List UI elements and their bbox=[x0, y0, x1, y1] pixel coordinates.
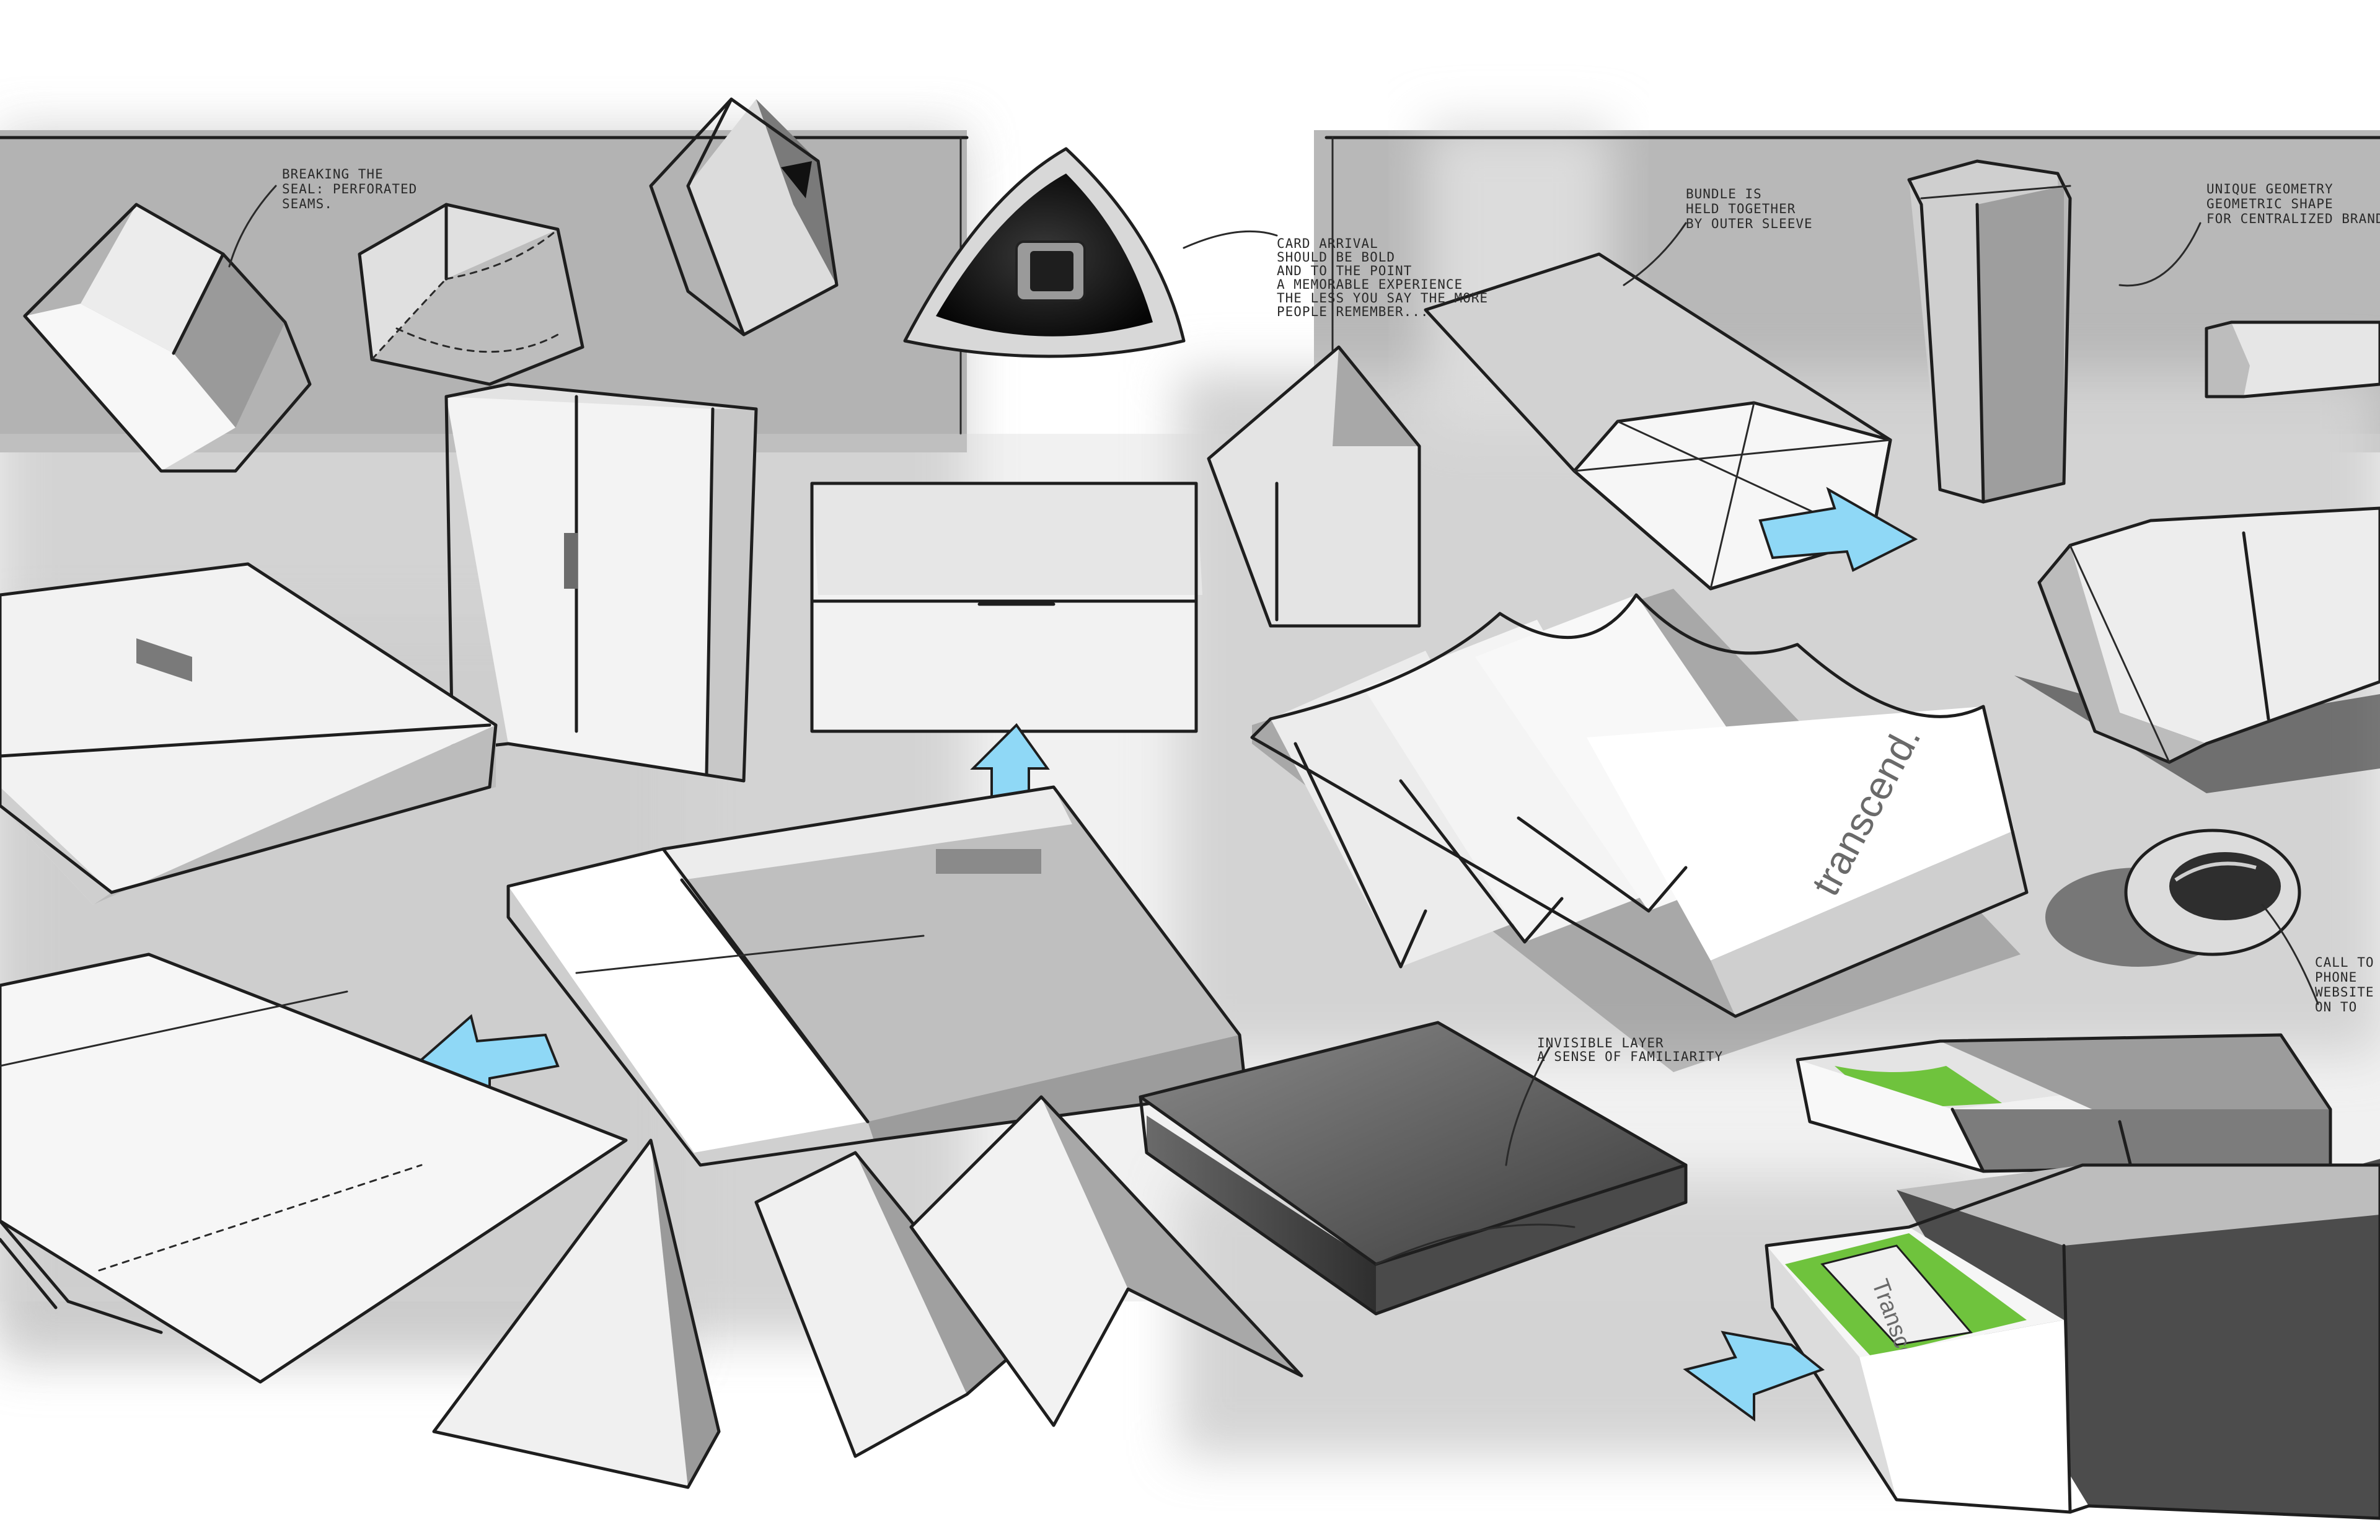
oval-pebble bbox=[2045, 829, 2301, 967]
drawer-box-card: Transcend bbox=[1765, 1159, 2380, 1520]
note-familiarity: INVISIBLE LAYER A SENSE OF FAMILIARITY bbox=[1537, 1036, 1723, 1064]
flat-box-closed bbox=[0, 562, 498, 905]
aframe-card-2 bbox=[754, 1151, 1018, 1458]
cube-open-dark bbox=[649, 97, 839, 337]
aframe-card-1 bbox=[432, 1138, 721, 1489]
svg-text:BY OUTER SLEEVE: BY OUTER SLEEVE bbox=[1686, 216, 1813, 231]
svg-text:BREAKING THE: BREAKING THE bbox=[282, 167, 384, 182]
hex-bundle-sleeve bbox=[1424, 252, 1918, 591]
note-unique-geometry: UNIQUE GEOMETRY GEOMETRIC SHAPE FOR CENT… bbox=[2206, 182, 2380, 226]
note-seal: BREAKING THE SEAL: PERFORATED SEAMS. bbox=[282, 167, 417, 211]
svg-text:CALL TO: CALL TO bbox=[2315, 955, 2374, 970]
drawer-box-green bbox=[1796, 1033, 2332, 1173]
hex-prism-large bbox=[2014, 506, 2380, 793]
svg-text:HELD TOGETHER: HELD TOGETHER bbox=[1686, 201, 1796, 216]
svg-text:A SENSE OF FAMILIARITY: A SENSE OF FAMILIARITY bbox=[1537, 1049, 1723, 1064]
flat-sheet-unfolded bbox=[0, 953, 628, 1384]
book-box-standing bbox=[444, 382, 758, 783]
hex-prism-small bbox=[2205, 320, 2380, 398]
annotation-leaders bbox=[228, 185, 2319, 1166]
svg-text:WEBSITE: WEBSITE bbox=[2315, 985, 2374, 1000]
box-lid-floating bbox=[810, 482, 1202, 733]
svg-text:PEOPLE REMEMBER...: PEOPLE REMEMBER... bbox=[1277, 304, 1429, 319]
note-card-arrival: CARD ARRIVAL SHOULD BE BOLD AND TO THE P… bbox=[1277, 236, 1488, 319]
dark-open-tray bbox=[1139, 1021, 1688, 1316]
note-bundle: BUNDLE IS HELD TOGETHER BY OUTER SLEEVE bbox=[1686, 187, 1813, 231]
svg-text:GEOMETRIC SHAPE: GEOMETRIC SHAPE bbox=[2206, 196, 2334, 211]
hex-tube-tall bbox=[1907, 159, 2072, 504]
svg-text:A MEMORABLE EXPERIENCE: A MEMORABLE EXPERIENCE bbox=[1277, 277, 1463, 292]
svg-text:ON TO: ON TO bbox=[2315, 1000, 2357, 1014]
svg-text:SHOULD BE BOLD: SHOULD BE BOLD bbox=[1277, 250, 1395, 265]
svg-text:INVISIBLE LAYER: INVISIBLE LAYER bbox=[1537, 1036, 1664, 1050]
svg-text:FOR CENTRALIZED BRAND: FOR CENTRALIZED BRAND bbox=[2206, 211, 2380, 226]
sleeve-box-sliding bbox=[506, 785, 1248, 1167]
svg-text:SEAMS.: SEAMS. bbox=[282, 196, 333, 211]
svg-text:CARD ARRIVAL: CARD ARRIVAL bbox=[1277, 236, 1378, 251]
cube-perforated-seam bbox=[358, 203, 584, 386]
svg-text:SEAL: PERFORATED: SEAL: PERFORATED bbox=[282, 182, 417, 196]
svg-text:PHONE: PHONE bbox=[2315, 970, 2357, 985]
wave-card-stand: transcend. bbox=[1250, 589, 2029, 1072]
aframe-card-3 bbox=[909, 1095, 1303, 1427]
svg-text:BUNDLE IS: BUNDLE IS bbox=[1686, 187, 1762, 201]
cube-tilted-sketch bbox=[23, 203, 312, 473]
pyramid-phone-slot bbox=[903, 147, 1278, 358]
svg-text:AND TO THE POINT: AND TO THE POINT bbox=[1277, 263, 1412, 278]
svg-text:UNIQUE GEOMETRY: UNIQUE GEOMETRY bbox=[2206, 182, 2334, 196]
blue-arrow-left-lower bbox=[1683, 1331, 1825, 1422]
note-call-to-action: CALL TO PHONE WEBSITE ON TO bbox=[2315, 955, 2374, 1014]
wedge-box bbox=[1207, 345, 1421, 628]
svg-text:THE LESS YOU SAY THE MORE: THE LESS YOU SAY THE MORE bbox=[1277, 291, 1488, 306]
